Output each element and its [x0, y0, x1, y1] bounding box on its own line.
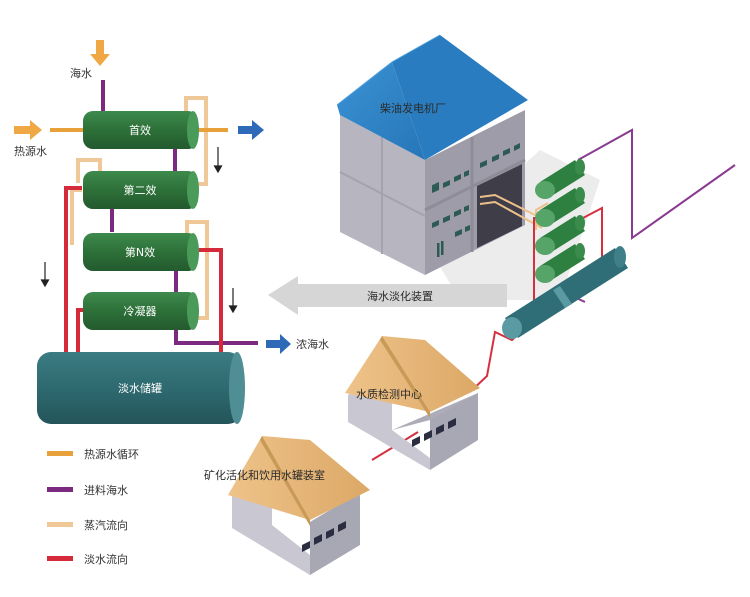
plant-steam-lines: [479, 193, 549, 230]
brine-outlet-arrow-icon: [266, 334, 291, 354]
nth-effect-label: 第N效: [125, 245, 155, 259]
heat-source-inlet-arrow-icon: [14, 120, 42, 140]
tank-label: 淡水储罐: [118, 381, 162, 395]
brine-outlet-label: 浓海水: [296, 337, 329, 351]
vessel-first-effect: [83, 111, 199, 149]
water-lab-label: 水质检测中心: [356, 387, 422, 401]
flow-down-arrow-icon: [228, 288, 238, 314]
process-schematic: 海水 热源水 首效 第二效 第N效 冷凝器 淡水储罐 浓海水: [14, 40, 329, 424]
legend-swatch-steam: [47, 522, 73, 527]
plant-windows: [432, 143, 520, 257]
compact-effect-vessels: [535, 159, 585, 283]
seawater-inlet-label: 海水: [70, 66, 92, 80]
seawater-inlet-arrow-icon: [90, 40, 110, 66]
legend: 热源水循环 进料海水 蒸汽流向 淡水流向: [47, 447, 139, 566]
flow-down-arrow-icon: [213, 147, 223, 174]
water-quality-lab: 水质检测中心: [345, 336, 480, 470]
legend-label: 淡水流向: [84, 552, 128, 566]
power-plant-label: 柴油发电机厂: [380, 101, 446, 115]
legend-label: 热源水循环: [84, 447, 139, 461]
bottling-room-label: 矿化活化和饮用水罐装室: [204, 468, 325, 482]
diesel-generator-plant: 柴油发电机厂: [336, 34, 528, 275]
desalination-unit-label: 海水淡化装置: [367, 289, 433, 303]
legend-item: 蒸汽流向: [47, 518, 128, 532]
desalination-unit-arrow: 海水淡化装置: [268, 276, 507, 315]
legend-label: 进料海水: [84, 483, 128, 497]
legend-label: 蒸汽流向: [84, 518, 128, 532]
legend-swatch-feed-seawater: [47, 487, 73, 492]
vessel-condenser: [83, 292, 199, 330]
legend-swatch-fresh-water: [47, 556, 73, 561]
legend-item: 进料海水: [47, 483, 128, 497]
fresh-water-pipes: [64, 186, 223, 358]
vessel-nth-effect: [83, 233, 199, 271]
vessel-second-effect: [83, 171, 199, 209]
first-effect-label: 首效: [129, 123, 151, 137]
legend-item: 热源水循环: [47, 447, 139, 461]
heat-source-label: 热源水: [14, 144, 47, 158]
outlet-arrow-icon: [238, 120, 264, 140]
fresh-water-tank: [37, 352, 245, 424]
site-scene: 海水淡化装置: [204, 34, 736, 575]
condenser-label: 冷凝器: [124, 304, 157, 318]
second-effect-label: 第二效: [124, 183, 157, 197]
compact-storage-tank: [502, 246, 628, 339]
flow-down-arrow-icon: [40, 262, 50, 288]
legend-item: 淡水流向: [47, 552, 128, 566]
bottling-room: 矿化活化和饮用水罐装室: [204, 436, 370, 575]
legend-swatch-hot-water: [47, 451, 73, 456]
